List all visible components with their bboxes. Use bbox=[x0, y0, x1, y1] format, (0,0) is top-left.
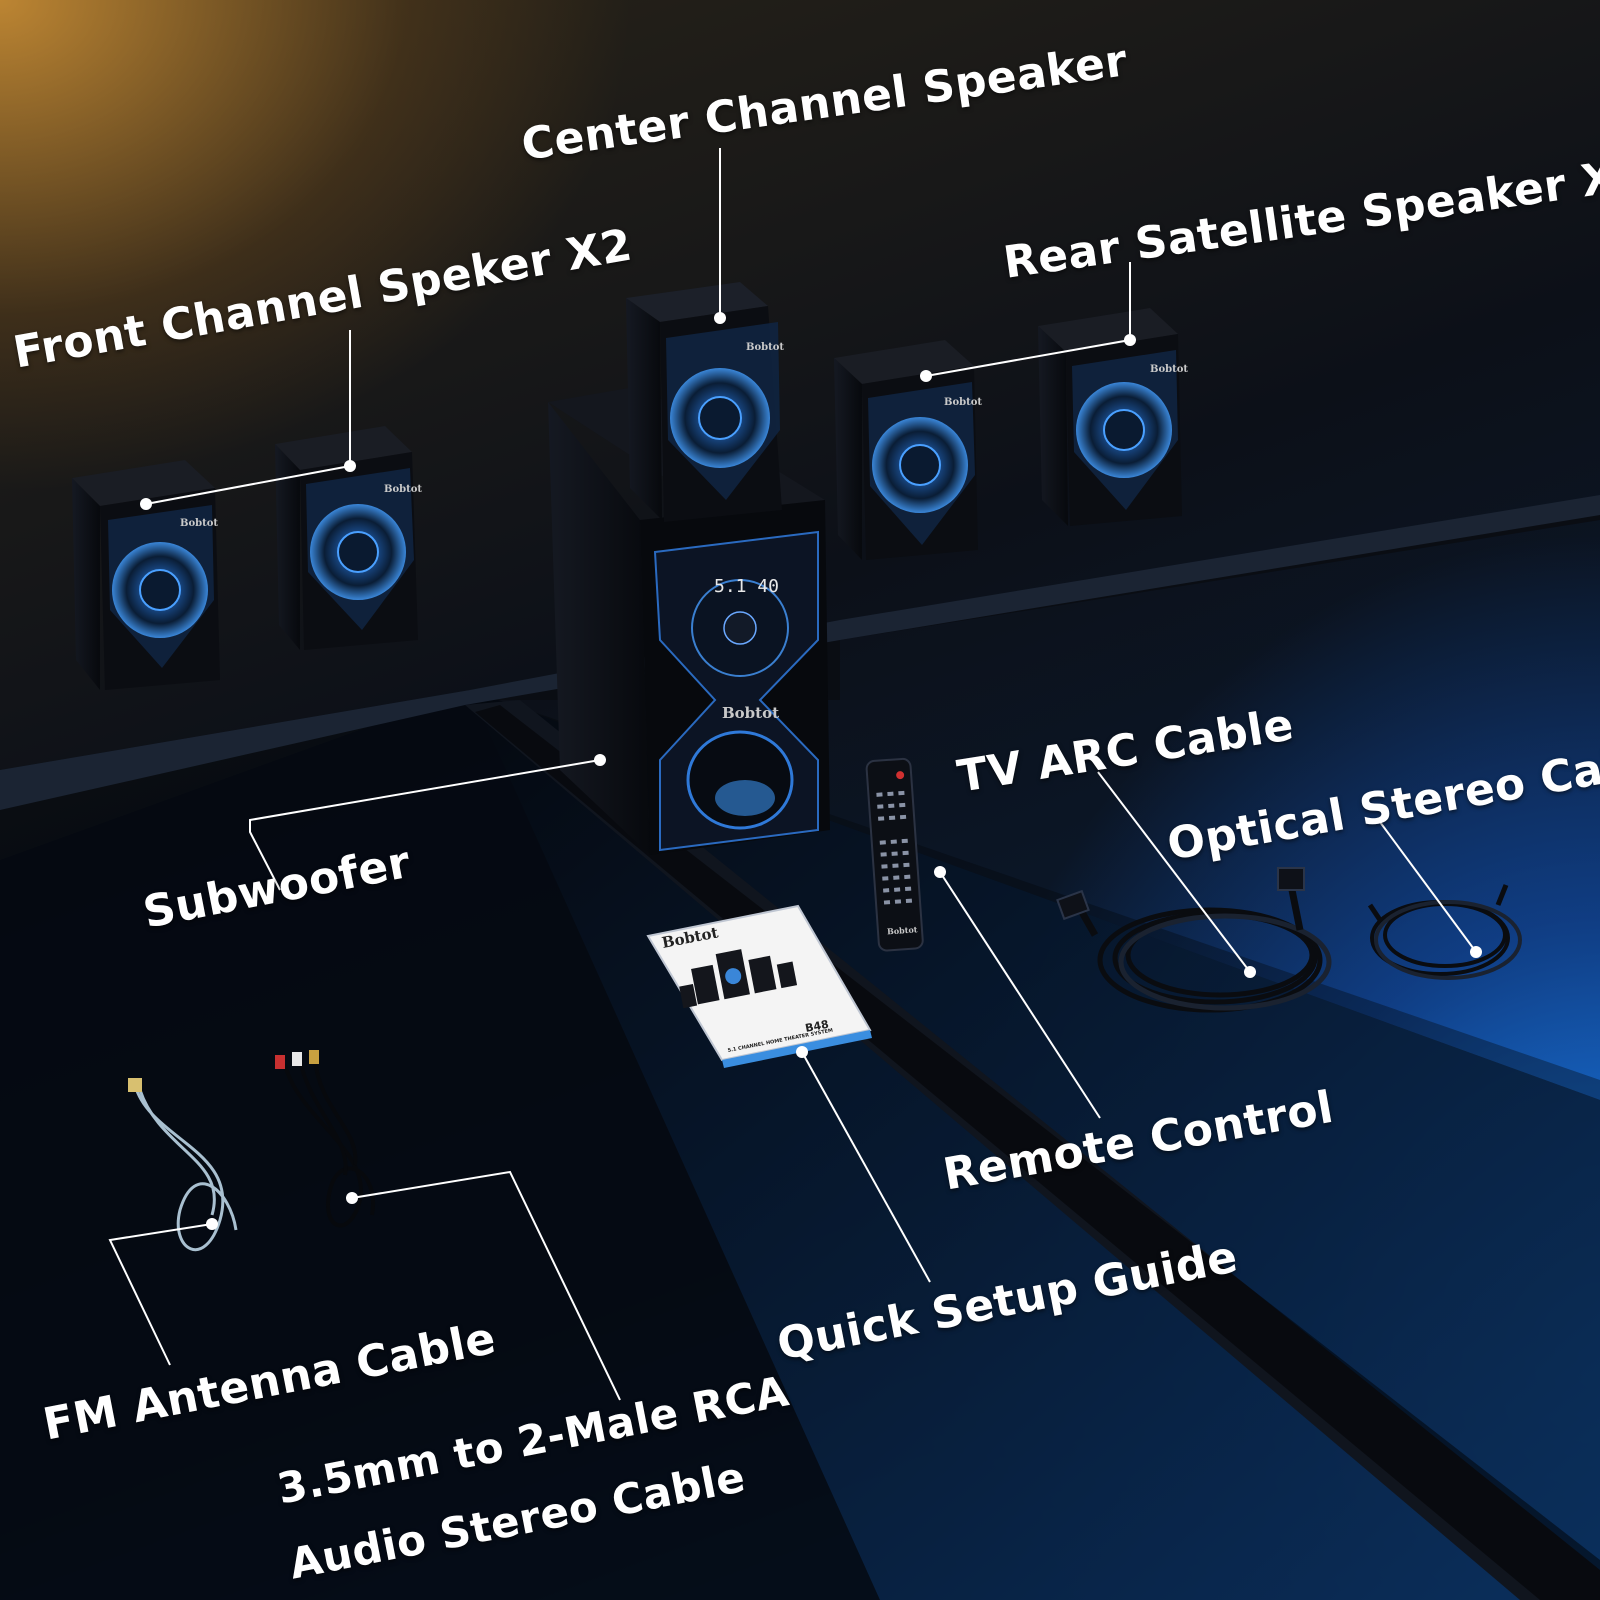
leader-guide bbox=[801, 1051, 931, 1283]
leader-subwoofer bbox=[249, 759, 601, 891]
front-speaker-left: Bobtot bbox=[72, 460, 220, 690]
rear-speaker-left: Bobtot bbox=[834, 340, 982, 560]
tv-arc-cable bbox=[1056, 867, 1332, 1013]
rca-cable bbox=[275, 1050, 376, 1228]
remote-brand: Bobtot bbox=[887, 924, 918, 936]
leader-dots bbox=[140, 312, 1482, 1230]
manual-model: B48 bbox=[804, 1018, 830, 1035]
center-speaker: Bobtot bbox=[626, 282, 784, 522]
leader-optical bbox=[1379, 821, 1477, 953]
subwoofer-brand: Bobtot bbox=[722, 704, 779, 722]
shelf-edge-strip bbox=[0, 495, 1600, 810]
subwoofer-display: 5.1 40 bbox=[714, 576, 779, 597]
leader-rca bbox=[351, 1170, 621, 1401]
optical-cable bbox=[1367, 884, 1522, 980]
front-speaker-right: Bobtot bbox=[275, 426, 422, 650]
fm-antenna-cable bbox=[128, 1078, 238, 1252]
brand-logo: Bobtot bbox=[944, 397, 982, 408]
brand-logo: Bobtot bbox=[180, 518, 218, 529]
leader-lines bbox=[108, 148, 1477, 1401]
brand-logo: Bobtot bbox=[384, 484, 422, 495]
leader-remote bbox=[939, 871, 1101, 1119]
remote-control: Bobtot bbox=[865, 757, 924, 952]
leader-fm bbox=[108, 1223, 213, 1366]
brand-logo: Bobtot bbox=[1150, 364, 1188, 375]
brand-logo: Bobtot bbox=[746, 342, 784, 353]
leader-tv-arc bbox=[1097, 771, 1251, 973]
rear-speaker-right: Bobtot bbox=[1038, 308, 1188, 526]
